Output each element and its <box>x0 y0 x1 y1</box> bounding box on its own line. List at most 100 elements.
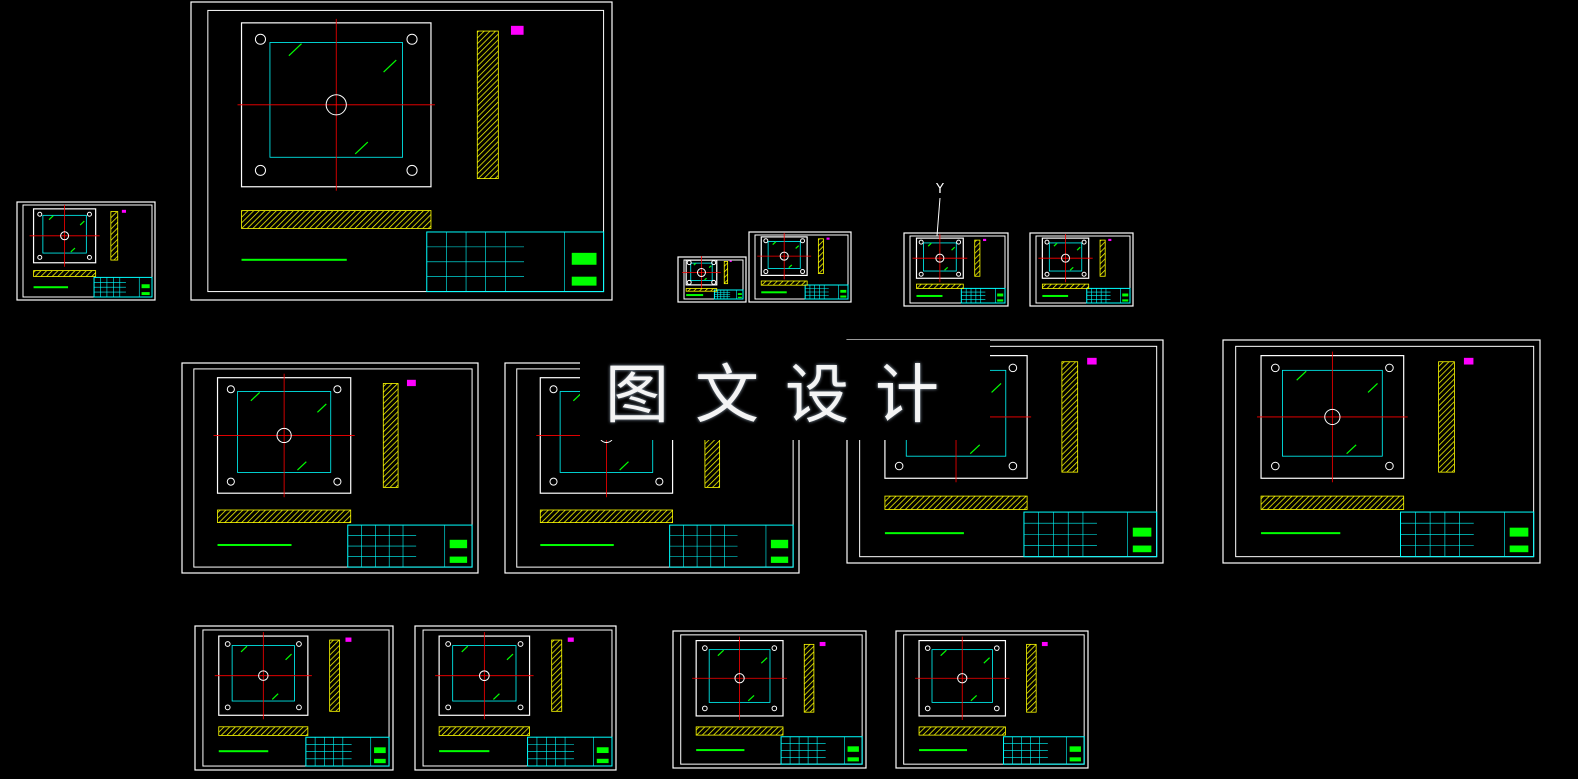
drawing-sheet[interactable] <box>677 256 747 303</box>
hole <box>894 461 904 471</box>
bottom-section-view <box>685 288 718 292</box>
drawing-sheet[interactable] <box>1029 232 1134 307</box>
title-block-text <box>571 252 597 265</box>
title-block-text <box>770 556 789 563</box>
hole <box>276 427 292 444</box>
sheet-inner-frame <box>1035 235 1131 304</box>
sheet-border <box>181 362 479 574</box>
dimension-leader <box>944 266 949 271</box>
dimension-leader <box>795 245 800 249</box>
hole <box>1044 271 1050 277</box>
dimension-leader <box>297 461 307 471</box>
dimension-leader <box>1076 246 1081 251</box>
hole <box>779 251 789 261</box>
sheet-inner-frame <box>202 629 390 767</box>
drawing-sheet[interactable] <box>903 232 1009 307</box>
dimension-leader <box>970 694 978 702</box>
drawing-sheet[interactable] <box>190 1 613 301</box>
hole <box>956 271 962 277</box>
title-block-text <box>997 299 1004 302</box>
hole <box>86 254 92 260</box>
sheet-inner-frame <box>903 634 1085 765</box>
side-section-view <box>723 260 729 285</box>
sheet-border <box>16 201 156 301</box>
roughness-symbol <box>1463 357 1474 365</box>
sheet-border <box>672 630 867 769</box>
dimension-leader <box>619 461 629 471</box>
hole <box>445 704 452 711</box>
drawing-sheet[interactable] <box>748 231 852 303</box>
roughness-symbol <box>121 209 127 213</box>
drawing-sheet[interactable] <box>194 625 394 771</box>
bottom-section-view <box>1260 495 1405 510</box>
dimension-leader <box>48 215 54 221</box>
hole <box>702 645 708 651</box>
title-block-text <box>141 284 150 289</box>
watermark: 图文设计 <box>580 340 990 440</box>
side-section-view <box>382 383 399 488</box>
hole <box>517 704 524 711</box>
dimension-leader <box>506 653 514 661</box>
dimension-leader <box>693 262 697 266</box>
roughness-symbol <box>819 641 826 647</box>
hole <box>956 239 962 245</box>
dimension-leader <box>383 59 397 73</box>
drawing-sheet[interactable] <box>895 630 1089 769</box>
title-block-text <box>1132 545 1152 553</box>
dimension-leader <box>354 141 369 155</box>
hole <box>957 673 968 684</box>
title-block-text <box>596 747 609 754</box>
dimension-leader <box>70 247 76 253</box>
hole <box>711 279 717 285</box>
drawing-sheet[interactable] <box>1222 339 1541 564</box>
hole <box>1081 271 1087 277</box>
technical-notes <box>1042 294 1069 297</box>
drawing-sheet[interactable] <box>414 625 617 771</box>
title-block-text <box>1122 299 1129 302</box>
bottom-section-view <box>916 283 964 289</box>
ucs-axis-line <box>936 197 941 237</box>
side-section-view <box>476 30 499 179</box>
technical-notes <box>217 543 292 546</box>
sheet-border <box>748 231 852 303</box>
sheet-inner-frame <box>207 9 605 293</box>
sheet-inner-frame <box>422 629 613 767</box>
hole <box>763 238 769 244</box>
hole <box>406 33 418 45</box>
hole <box>1044 239 1050 245</box>
hole <box>445 641 452 647</box>
dimension-leader <box>704 277 707 281</box>
side-section-view <box>817 238 824 274</box>
dimension-leader <box>1296 370 1307 381</box>
sheet-border <box>846 339 1164 564</box>
hole <box>296 641 302 647</box>
hole <box>1061 253 1071 263</box>
drawing-sheet[interactable] <box>181 362 479 574</box>
dimension-leader <box>1053 242 1058 247</box>
technical-notes <box>916 294 943 297</box>
title-block-text <box>571 276 597 286</box>
title-block-text <box>596 758 609 764</box>
roughness-symbol <box>1041 641 1048 647</box>
sheet-inner-frame <box>193 368 473 568</box>
title-block-text <box>1069 757 1081 762</box>
hole <box>254 33 267 45</box>
side-section-view <box>329 639 340 712</box>
title-block-text <box>847 746 859 752</box>
dimension-leader <box>271 693 279 700</box>
hole <box>702 705 708 712</box>
hole <box>1271 461 1280 471</box>
hole <box>696 268 706 278</box>
drawing-sheet[interactable] <box>672 630 867 769</box>
watermark-text: 图文设计 <box>605 359 965 433</box>
roughness-symbol <box>406 379 416 387</box>
hole <box>517 641 524 647</box>
roughness-symbol <box>510 25 524 35</box>
ucs-y-axis-label: Y <box>936 182 944 197</box>
drawing-sheet[interactable] <box>16 201 156 301</box>
dimension-leader <box>969 444 981 455</box>
hole <box>800 238 806 244</box>
bottom-section-view <box>884 495 1028 510</box>
technical-notes <box>686 294 704 297</box>
hole <box>711 260 717 266</box>
